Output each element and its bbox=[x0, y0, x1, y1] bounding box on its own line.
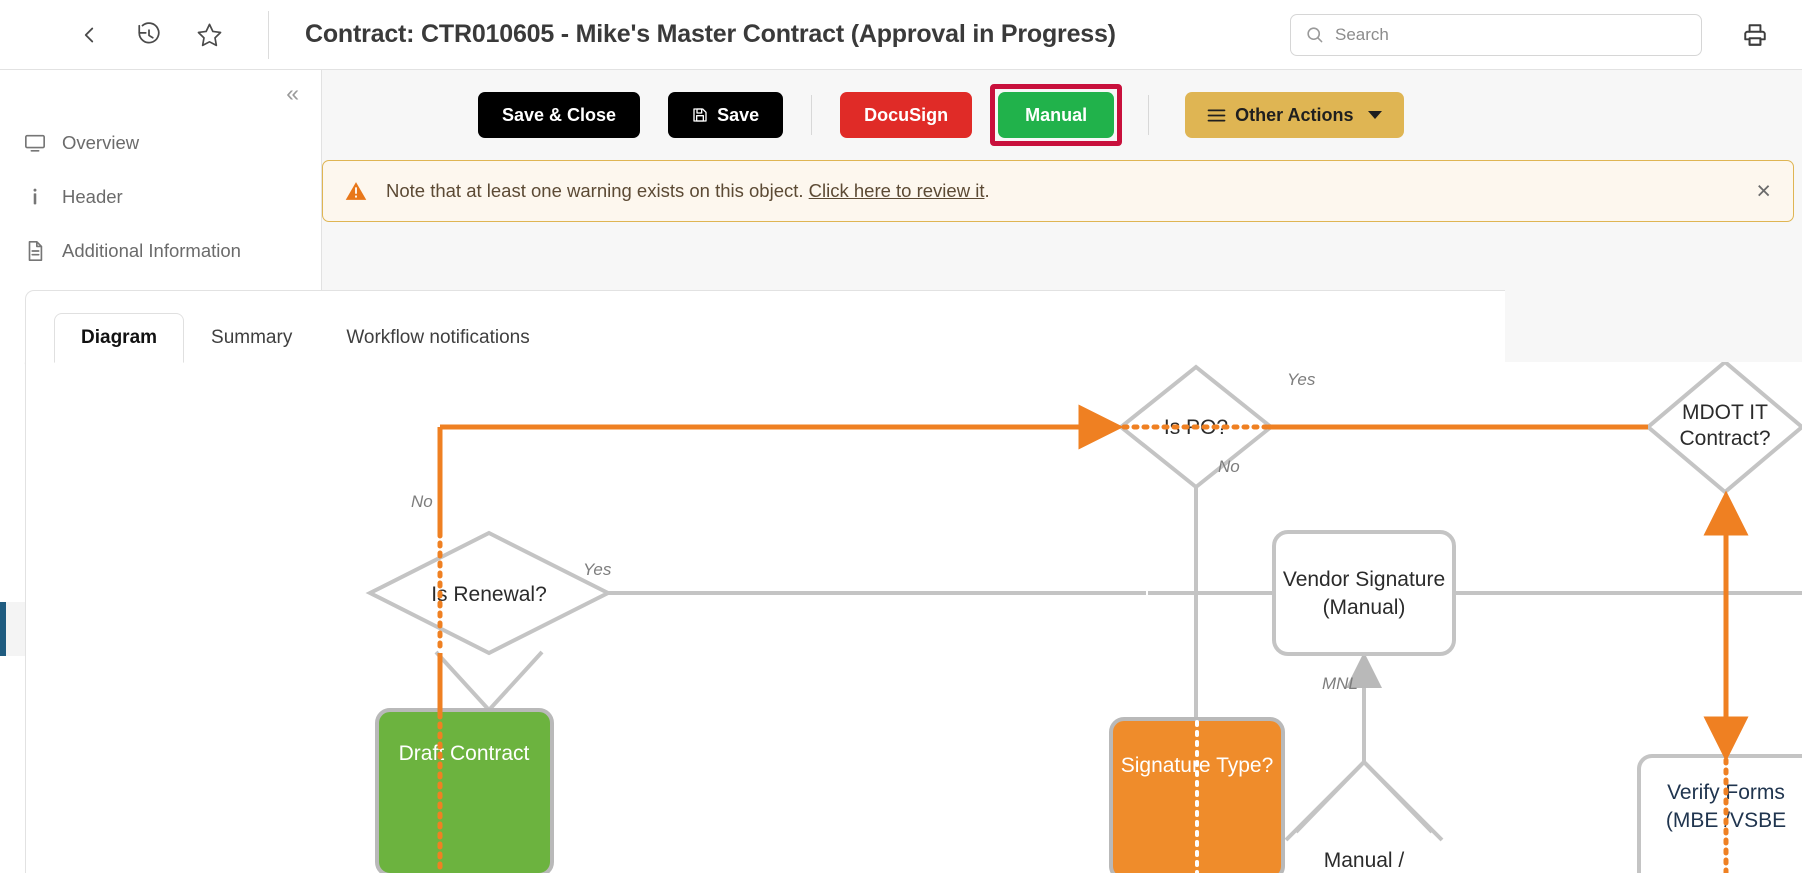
sidebar-item-overview[interactable]: Overview bbox=[0, 116, 321, 170]
top-nav-icons bbox=[0, 18, 226, 52]
floppy-disk-icon bbox=[692, 107, 708, 123]
chevron-left-icon[interactable] bbox=[72, 18, 106, 52]
warning-banner-text: Note that at least one warning exists on… bbox=[386, 180, 990, 202]
sidebar-item-label: Overview bbox=[62, 132, 140, 153]
node-manual-decision[interactable]: Manual / bbox=[1324, 849, 1405, 872]
edge-label-yes-is-po: Yes bbox=[1287, 370, 1316, 389]
edge-label-no-is-po: No bbox=[1218, 457, 1240, 476]
node-verify-forms[interactable]: Verify Forms (MBE /VSBE bbox=[1637, 754, 1802, 873]
tab-bar: Diagram Summary Workflow notifications bbox=[26, 291, 1505, 363]
edge-label-mnl: MNL bbox=[1322, 674, 1358, 693]
sidebar-collapse-row: « bbox=[0, 70, 321, 116]
node-label-line2: (Manual) bbox=[1323, 596, 1406, 619]
save-and-close-button[interactable]: Save & Close bbox=[478, 92, 641, 138]
node-label: Is Renewal? bbox=[431, 583, 547, 606]
node-label: Manual / bbox=[1324, 849, 1405, 872]
other-actions-button[interactable]: Other Actions bbox=[1185, 92, 1405, 138]
toolbar-divider bbox=[268, 10, 269, 59]
monitor-icon bbox=[24, 132, 58, 154]
edge-label-no-is-renewal: No bbox=[411, 492, 433, 511]
node-label-line2: Contract? bbox=[1679, 427, 1770, 450]
node-label-line1: Vendor Signature bbox=[1283, 568, 1445, 591]
node-mdot-it-contract[interactable]: MDOT IT Contract? bbox=[1644, 362, 1802, 495]
history-clock-icon[interactable] bbox=[132, 18, 166, 52]
node-label: Draft Contract bbox=[399, 742, 530, 765]
info-icon bbox=[24, 186, 58, 208]
search-icon bbox=[1307, 27, 1323, 43]
node-is-renewal[interactable]: Is Renewal? bbox=[365, 530, 613, 656]
edge-label-yes-is-renewal: Yes bbox=[583, 560, 612, 579]
sidebar-item-additional-information[interactable]: Additional Information bbox=[0, 224, 321, 278]
search-input[interactable] bbox=[1335, 24, 1687, 45]
manual-diamond-shape bbox=[1284, 760, 1444, 842]
workflow-diagram-svg[interactable]: Is PO? MDOT IT Contract? Is Renewal? Man… bbox=[346, 362, 1802, 873]
node-draft-contract[interactable]: Draft Contract bbox=[375, 708, 554, 873]
node-label-line1: MDOT IT bbox=[1682, 401, 1768, 424]
other-actions-label: Other Actions bbox=[1235, 104, 1354, 125]
close-icon[interactable]: × bbox=[1756, 176, 1771, 205]
action-toolbar: Save & Close Save DocuSign Manual bbox=[322, 70, 1802, 160]
action-divider-1 bbox=[811, 95, 813, 135]
document-icon bbox=[24, 240, 58, 262]
save-button-label: Save bbox=[717, 104, 760, 125]
warning-banner: Note that at least one warning exists on… bbox=[322, 160, 1794, 222]
warning-triangle-icon bbox=[345, 181, 367, 201]
workflow-diagram[interactable]: Is PO? MDOT IT Contract? Is Renewal? Man… bbox=[346, 362, 1802, 873]
diagram-active-path bbox=[437, 404, 1749, 873]
warning-message: Note that at least one warning exists on… bbox=[386, 180, 804, 201]
sidebar-item-header[interactable]: Header bbox=[0, 170, 321, 224]
action-divider-2 bbox=[1148, 95, 1150, 135]
diagram-edge-labels: Yes No No Yes Yes MNL bbox=[411, 370, 1358, 693]
tab-workflow-notifications[interactable]: Workflow notifications bbox=[346, 327, 530, 348]
sidebar-item-label: Additional Information bbox=[62, 240, 241, 261]
warning-tail: . bbox=[984, 180, 990, 201]
tab-diagram[interactable]: Diagram bbox=[54, 313, 185, 363]
search-box[interactable] bbox=[1290, 13, 1702, 56]
sidebar-item-label: Header bbox=[62, 186, 123, 207]
top-bar: Contract: CTR010605 - Mike's Master Cont… bbox=[0, 0, 1802, 70]
tab-summary[interactable]: Summary bbox=[211, 327, 293, 348]
printer-icon[interactable] bbox=[1742, 22, 1768, 48]
chevron-down-icon bbox=[1368, 111, 1383, 119]
page-title: Contract: CTR010605 - Mike's Master Cont… bbox=[305, 20, 1116, 48]
docusign-button[interactable]: DocuSign bbox=[840, 92, 973, 138]
star-icon[interactable] bbox=[192, 18, 226, 52]
draft-contract-feeder bbox=[434, 650, 544, 712]
collapse-sidebar-icon[interactable]: « bbox=[286, 79, 299, 106]
search-area bbox=[1290, 13, 1802, 56]
warning-review-link[interactable]: Click here to review it bbox=[808, 180, 985, 201]
save-button[interactable]: Save bbox=[668, 92, 784, 138]
manual-button[interactable]: Manual bbox=[998, 92, 1115, 138]
node-vendor-signature[interactable]: Vendor Signature (Manual) bbox=[1272, 530, 1456, 656]
hamburger-icon bbox=[1207, 108, 1226, 123]
diagram-arrowheads-gray bbox=[530, 575, 1382, 722]
manual-button-highlight: Manual bbox=[990, 84, 1123, 146]
